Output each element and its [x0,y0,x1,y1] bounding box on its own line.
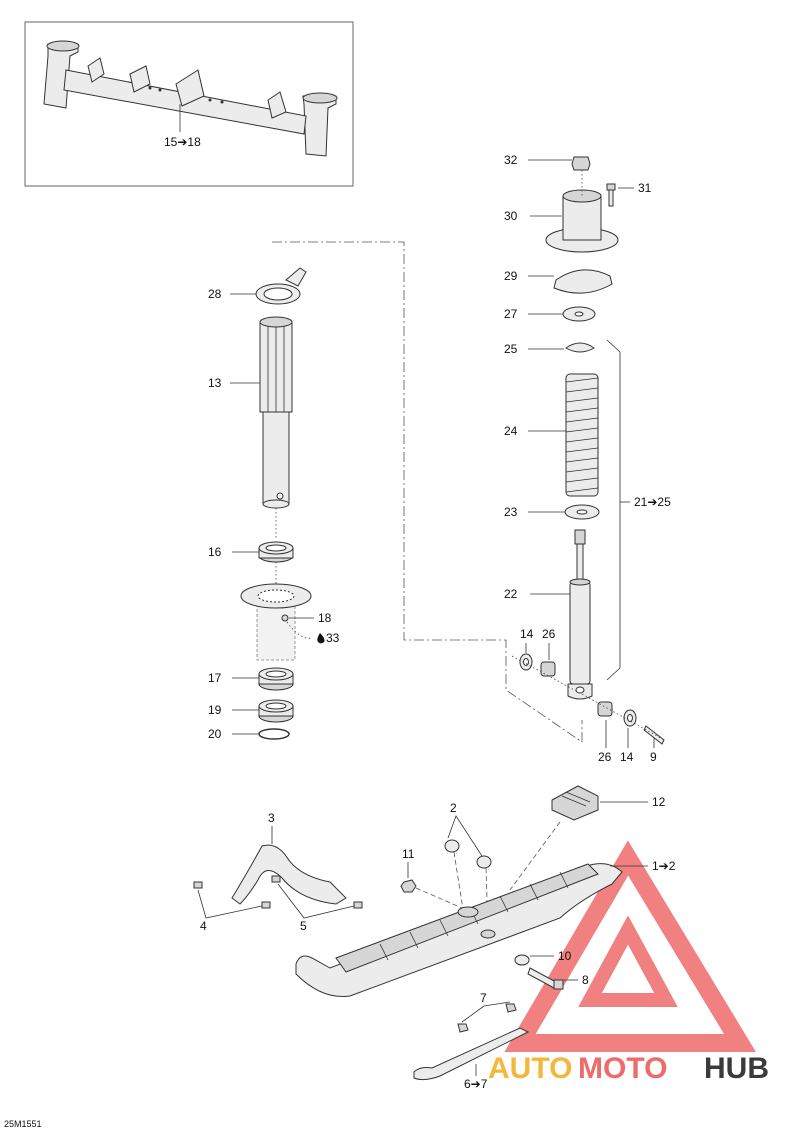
callout-3: 3 [268,811,275,825]
callout-6-7: 6➔7 [464,1077,488,1091]
callout-11: 11 [402,847,415,861]
callout-13: 13 [208,376,222,390]
watermark-wordmark: AUTO MOTO HUB [488,1052,769,1085]
watermark-text-hub: HUB [704,1052,769,1085]
callout-8: 8 [582,973,589,987]
callout-22: 22 [504,587,518,601]
callout-26-left: 26 [542,627,556,641]
watermark-text-moto: MOTO [578,1052,667,1085]
spindle-assembly: 28 13 16 18 33 17 [208,267,340,741]
drawing-reference: 25M1551 [4,1119,42,1129]
callout-17: 17 [208,671,222,685]
callout-9: 9 [650,750,657,764]
link-line [272,241,583,743]
callout-4: 4 [200,919,207,933]
oil-drop-icon [317,633,325,644]
callout-27: 27 [504,307,518,321]
watermark-text-auto: AUTO [488,1052,572,1085]
callout-23: 23 [504,505,518,519]
callout-24: 24 [504,424,518,438]
callout-25: 25 [504,342,518,356]
callout-2: 2 [450,801,457,815]
callout-28: 28 [208,287,222,301]
callout-33: 33 [326,631,340,645]
callout-26-right: 26 [598,750,612,764]
callout-30: 30 [504,209,518,223]
callout-10: 10 [558,949,572,963]
callout-14-right: 14 [620,750,634,764]
callout-20: 20 [208,727,222,741]
crossmember-inset: 15➔18 [24,21,354,187]
spring [565,373,599,497]
callout-31: 31 [638,181,652,195]
callout-19: 19 [208,703,222,717]
callout-18: 18 [318,611,332,625]
callout-1-2: 1➔2 [652,859,676,873]
shock-assembly: 32 31 30 29 27 25 [504,153,671,764]
callout-32: 32 [504,153,518,167]
callout-5: 5 [300,919,307,933]
ski-assembly: 12 2 11 1➔2 10 [193,785,676,1091]
callout-21-25: 21➔25 [634,495,671,509]
callout-12: 12 [652,795,666,809]
callout-16: 16 [208,545,222,559]
watermark-logo [504,840,756,1052]
callout-15-18: 15➔18 [164,135,201,149]
callout-29: 29 [504,269,518,283]
callout-14-left: 14 [520,627,534,641]
callout-7: 7 [480,991,487,1005]
